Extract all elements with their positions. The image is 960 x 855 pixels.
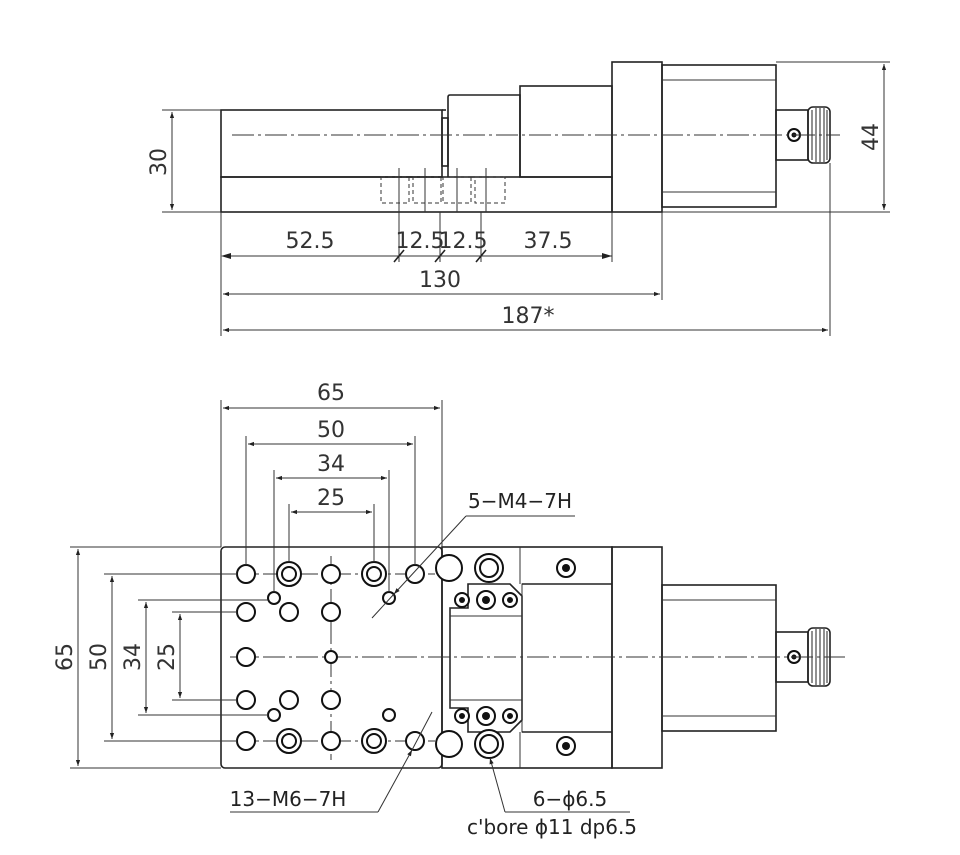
m6-holes	[236, 564, 425, 751]
m4-holes	[267, 591, 396, 722]
dim-65-v-label: 65	[53, 643, 78, 671]
top-motor	[661, 584, 777, 732]
callout-m6: 13−M6−7H	[230, 787, 347, 811]
side-flange	[611, 61, 663, 213]
dim-50-v-label: 50	[87, 643, 112, 671]
dim-30-label: 30	[147, 148, 172, 176]
side-carriage	[220, 109, 443, 178]
side-base-block	[220, 176, 613, 213]
dim-34-v-label: 34	[121, 643, 146, 671]
dim-12-5-a-label: 12.5	[396, 229, 445, 254]
dim-44-label: 44	[859, 123, 884, 151]
dim-12-5-b-label: 12.5	[439, 229, 488, 254]
callout-phi: 6−ϕ6.5	[533, 787, 607, 811]
dim-187-label: 187*	[502, 304, 555, 329]
side-motor	[661, 64, 777, 208]
callout-cbore: c'bore ϕ11 dp6.5	[467, 815, 637, 839]
dim-52-5-label: 52.5	[286, 229, 335, 254]
dim-25-v-label: 25	[155, 643, 180, 671]
dim-25-h-label: 25	[317, 486, 345, 511]
side-body	[519, 85, 613, 178]
top-view: 65 50 34 25 65 50 34 25 5−M4−7	[53, 381, 845, 839]
body-screws	[454, 558, 576, 756]
dim-34-h-label: 34	[317, 452, 345, 477]
side-view: 30 44 52.5 12.5 12.5 37.5 130 187*	[147, 61, 890, 336]
callout-m4: 5−M4−7H	[468, 489, 572, 513]
dim-130-label: 130	[419, 268, 461, 293]
cbore-holes	[276, 553, 504, 759]
side-step-block	[447, 94, 521, 177]
dim-50-h-label: 50	[317, 418, 345, 443]
dim-65-h-label: 65	[317, 381, 345, 406]
side-hidden-holes	[380, 168, 506, 212]
dim-37-5-label: 37.5	[524, 229, 573, 254]
